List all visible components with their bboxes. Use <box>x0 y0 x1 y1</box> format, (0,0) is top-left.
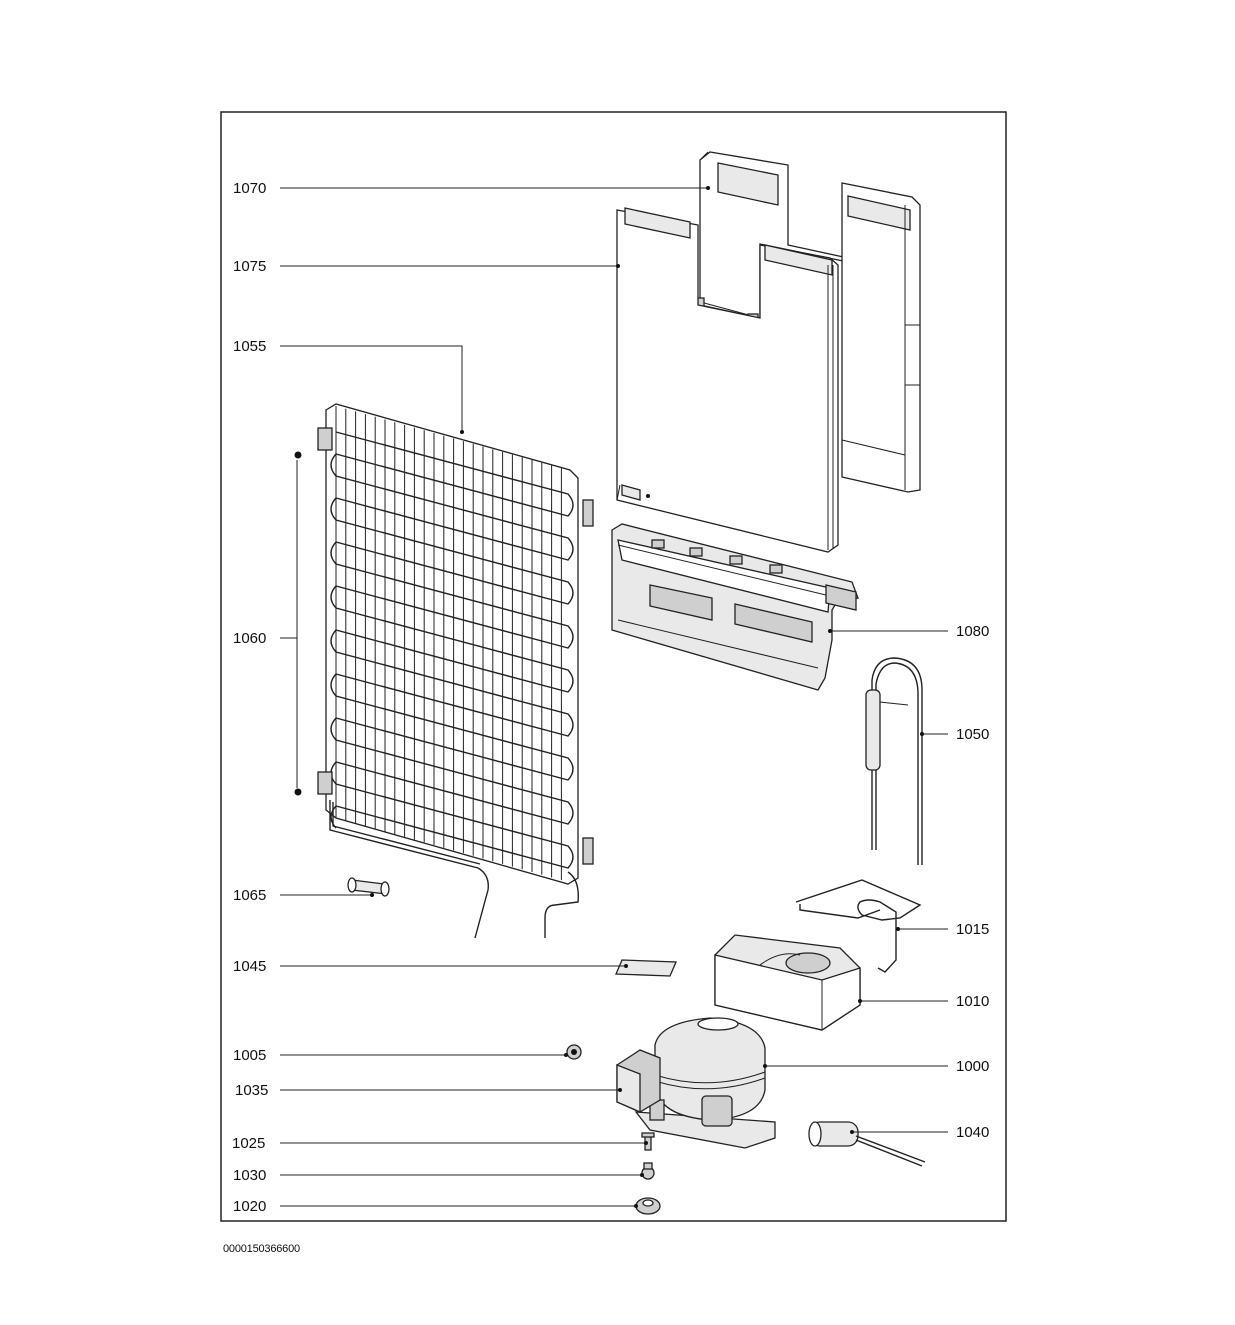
callout-1000: 1000 <box>956 1058 989 1075</box>
part-1065-sleeve <box>347 877 390 897</box>
part-1075-back-panel <box>616 207 839 553</box>
part-1080-bracket <box>611 523 859 691</box>
part-1025-pin <box>641 1132 655 1151</box>
callout-1020: 1020 <box>233 1198 266 1215</box>
callout-1040: 1040 <box>956 1124 989 1141</box>
part-1035-relay <box>616 1049 661 1113</box>
part-1015-wire-frame <box>795 879 922 973</box>
callout-1050: 1050 <box>956 726 989 743</box>
part-1055-condenser <box>317 403 594 939</box>
part-1060-fixings <box>294 451 302 796</box>
callout-1035: 1035 <box>235 1082 268 1099</box>
callout-1065: 1065 <box>233 887 266 904</box>
part-1020-foot <box>635 1197 661 1215</box>
callout-1080: 1080 <box>956 623 989 640</box>
part-1000-compressor <box>634 1017 776 1149</box>
document-id: 0000150366600 <box>223 1243 300 1255</box>
callout-1060: 1060 <box>233 630 266 647</box>
callout-1045: 1045 <box>233 958 266 975</box>
callout-1015: 1015 <box>956 921 989 938</box>
callout-1070: 1070 <box>233 180 266 197</box>
part-1050-tube <box>865 657 923 865</box>
callout-1005: 1005 <box>233 1047 266 1064</box>
part-side-panel <box>841 182 921 493</box>
diagram-frame <box>220 111 1007 1222</box>
part-1005-grommet <box>566 1044 582 1060</box>
callout-1025: 1025 <box>232 1135 265 1152</box>
part-1040-capacitor <box>808 1121 926 1167</box>
callout-1075: 1075 <box>233 258 266 275</box>
part-1030-clip <box>641 1162 655 1180</box>
callout-1030: 1030 <box>233 1167 266 1184</box>
condenser-coil <box>330 431 574 869</box>
callout-1055: 1055 <box>233 338 266 355</box>
leader-lines <box>280 186 948 1208</box>
part-1045-pad <box>615 959 677 977</box>
callout-1010: 1010 <box>956 993 989 1010</box>
part-1010-tray <box>714 934 861 1031</box>
